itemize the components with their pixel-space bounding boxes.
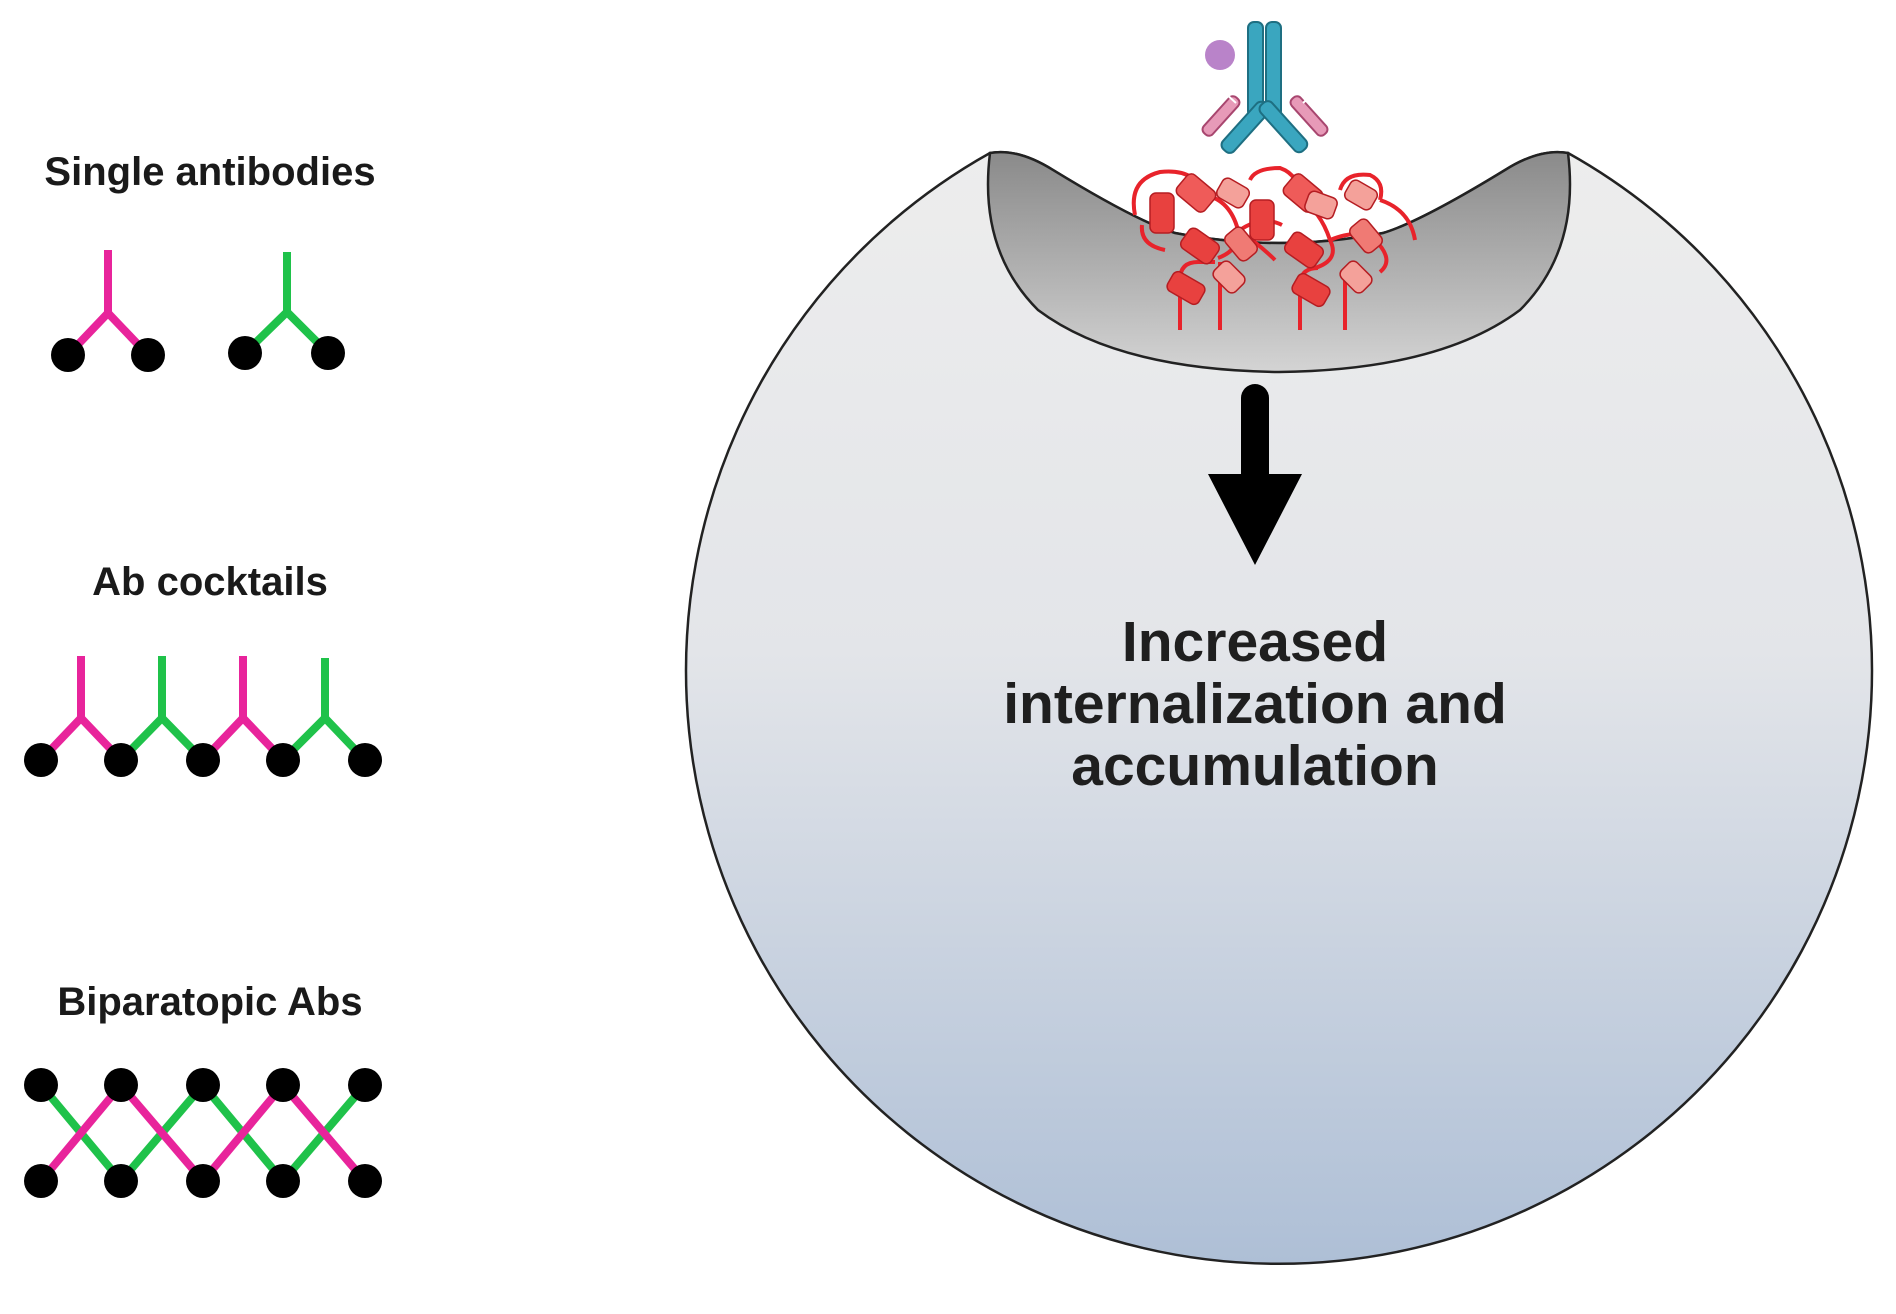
antigen-dot xyxy=(104,1164,138,1198)
antigen-dot xyxy=(311,336,345,370)
antigen-dot xyxy=(186,1068,220,1102)
antibody-green xyxy=(118,656,206,763)
antibody-green xyxy=(228,252,345,370)
cell-label-line: accumulation xyxy=(1071,734,1439,798)
cell-label-line: internalization and xyxy=(1003,672,1507,736)
antigen-dot xyxy=(266,743,300,777)
antigen-dot xyxy=(348,743,382,777)
antigen-dot xyxy=(348,1164,382,1198)
antibody-magenta xyxy=(51,250,165,372)
antibody-green xyxy=(280,658,368,763)
antigen-dot xyxy=(51,338,85,372)
antigen-dot xyxy=(104,743,138,777)
antigen-dot xyxy=(266,1164,300,1198)
cell-label-line: Increased xyxy=(1121,610,1389,674)
antigen-dot xyxy=(131,338,165,372)
antibody-drug-conjugate-icon xyxy=(1201,21,1329,154)
payload-icon xyxy=(1205,40,1235,70)
cell xyxy=(684,150,1874,1266)
receptor-helices xyxy=(1149,173,1384,308)
ab-cocktails-diagram xyxy=(24,656,382,777)
down-arrow-icon xyxy=(1208,384,1302,565)
single-antibodies-diagram xyxy=(51,250,345,372)
y-shaped-antibody-icon xyxy=(1201,21,1329,154)
antibody-magenta xyxy=(200,656,286,763)
antigen-dot xyxy=(104,1068,138,1102)
antibody-magenta xyxy=(38,656,124,763)
antigen-dot xyxy=(186,743,220,777)
antigen-dot xyxy=(24,743,58,777)
antigen-dot xyxy=(348,1068,382,1102)
antigen-dot xyxy=(228,336,262,370)
antigen-dot xyxy=(266,1068,300,1102)
biparatopic-abs-title: Biparatopic Abs xyxy=(57,980,363,1024)
antigen-dot xyxy=(24,1068,58,1102)
biparatopic-abs-diagram xyxy=(24,1068,382,1198)
ab-cocktails-title: Ab cocktails xyxy=(92,560,328,604)
cell-label: Increased internalization and accumulati… xyxy=(805,611,1705,797)
single-antibodies-title: Single antibodies xyxy=(44,150,376,194)
antigen-dot xyxy=(186,1164,220,1198)
antigen-dot xyxy=(24,1164,58,1198)
